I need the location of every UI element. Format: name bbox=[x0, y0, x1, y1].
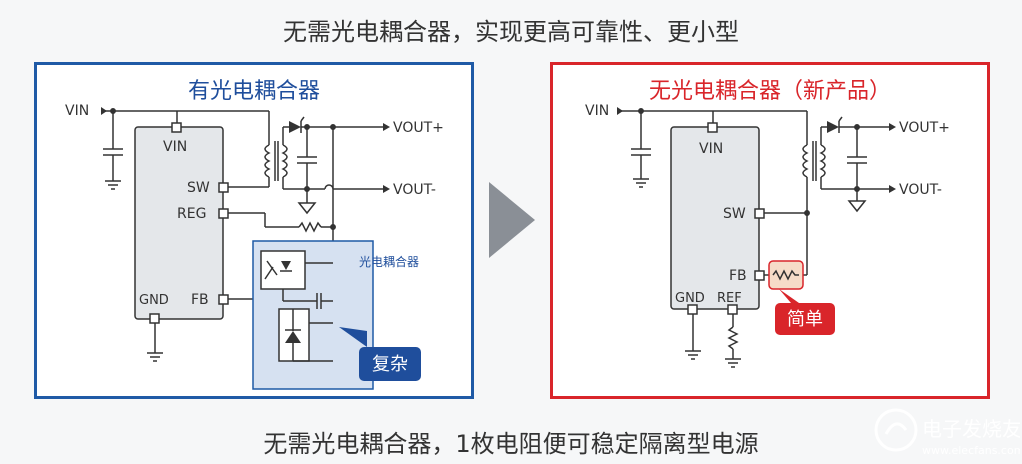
ic-fb-pin-label: FB bbox=[729, 268, 747, 284]
ic-vin-pin-label: VIN bbox=[163, 139, 187, 155]
watermark-url: www.elecfans.com bbox=[922, 444, 1020, 457]
vout-plus-label: VOUT+ bbox=[393, 120, 444, 136]
panel-title-with-optocoupler: 有光电耦合器 bbox=[187, 79, 320, 104]
ic-reg-pin-label: REG bbox=[177, 206, 206, 222]
vout-plus-label: VOUT+ bbox=[899, 120, 950, 136]
badge-pointer bbox=[339, 327, 367, 347]
complex-badge bbox=[359, 347, 421, 381]
simple-badge bbox=[775, 303, 835, 335]
top-headline: 无需光电耦合器，实现更高可靠性、更小型 bbox=[283, 18, 739, 46]
ic-vin-pin-label: VIN bbox=[699, 141, 723, 157]
ic-gnd-pin-label: GND bbox=[675, 291, 705, 306]
watermark-logo: 电子发烧友 www.elecfans.com bbox=[874, 408, 1020, 457]
ic-sw-pin-label: SW bbox=[187, 180, 210, 196]
panel-without-optocoupler: 无光电耦合器（新产品） bbox=[550, 62, 990, 399]
vin-input-label: VIN bbox=[65, 103, 89, 119]
ic-sw-pin-label: SW bbox=[723, 206, 746, 222]
vout-minus-label: VOUT- bbox=[393, 182, 436, 198]
simple-badge-text: 简单 bbox=[787, 309, 823, 330]
panel-title-without-optocoupler: 无光电耦合器（新产品） bbox=[648, 79, 891, 104]
bottom-headline: 无需光电耦合器，1枚电阻便可稳定隔离型电源 bbox=[263, 430, 759, 458]
panel-with-optocoupler: 有光电耦合器 bbox=[34, 62, 474, 399]
ic-gnd-pin-label: GND bbox=[139, 293, 169, 308]
vout-minus-label: VOUT- bbox=[899, 182, 942, 198]
ic-ref-pin-label: REF bbox=[717, 291, 742, 306]
watermark-name: 电子发烧友 bbox=[922, 417, 1020, 441]
badge-pointer bbox=[779, 289, 799, 303]
complex-badge-text: 复杂 bbox=[372, 354, 408, 375]
circuit-with-optocoupler: VIN VIN SW REG FB GND VOUT+ VOUT- 光电耦合器 … bbox=[65, 103, 444, 390]
ic-fb-pin-label: FB bbox=[191, 292, 209, 308]
vin-input-label: VIN bbox=[585, 103, 609, 119]
controller-ic bbox=[134, 126, 224, 320]
optocoupler-label: 光电耦合器 bbox=[359, 254, 419, 269]
arrow-right-icon bbox=[489, 182, 535, 258]
circuit-without-optocoupler: VIN VIN SW FB GND REF VOUT+ VOUT- 简单 bbox=[585, 103, 950, 368]
